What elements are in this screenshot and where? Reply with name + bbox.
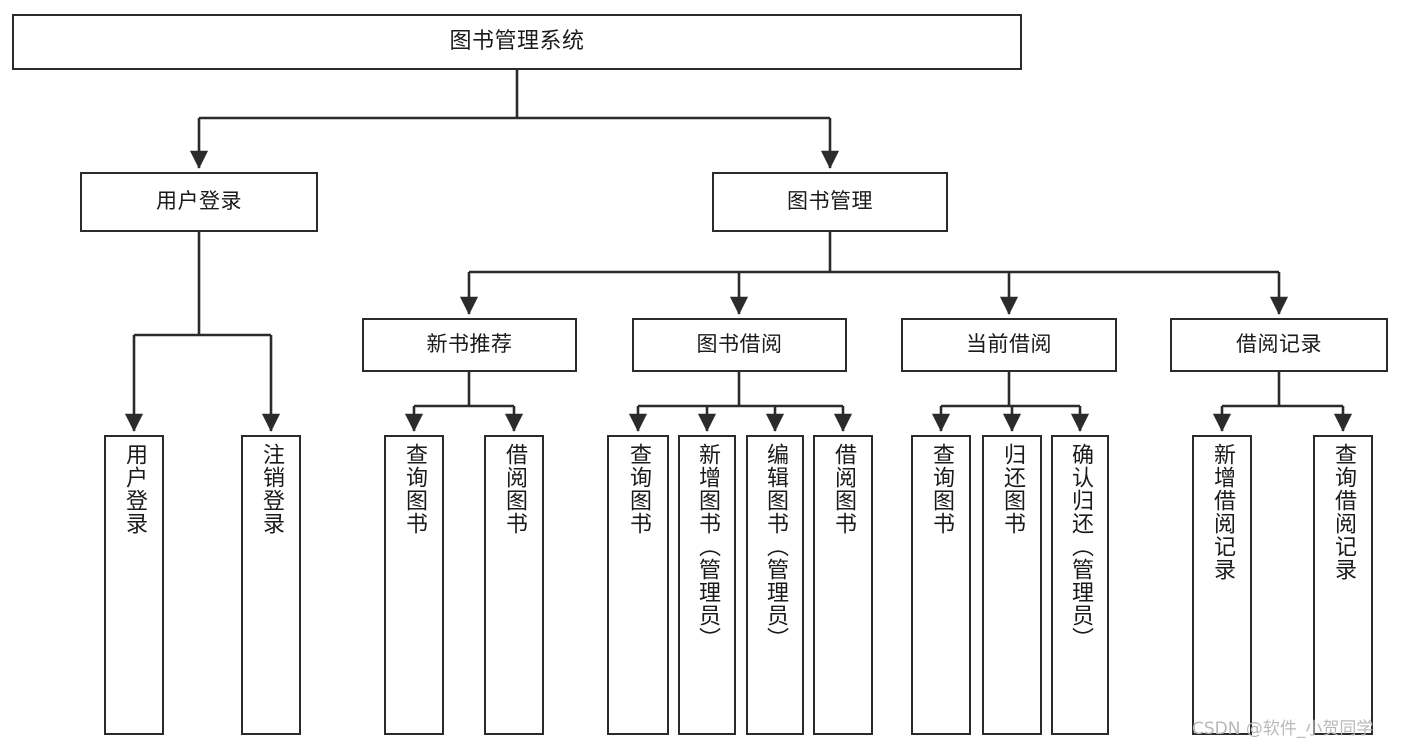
node-label: 借阅图书 xyxy=(831,443,856,535)
node-user-login[interactable]: 用户登录 xyxy=(80,172,318,232)
node-label: 当前借阅 xyxy=(966,332,1052,357)
node-label: 查询图书 xyxy=(626,443,651,535)
node-root-system[interactable]: 图书管理系统 xyxy=(12,14,1022,70)
node-leaf-edit-book-admin[interactable]: 编辑图书（管理员） xyxy=(746,435,804,735)
node-leaf-add-borrow-record[interactable]: 新增借阅记录 xyxy=(1192,435,1252,735)
node-leaf-user-login[interactable]: 用户登录 xyxy=(104,435,164,735)
csdn-watermark: CSDN @软件_小贺同学 xyxy=(1192,719,1374,739)
node-label: 图书管理系统 xyxy=(449,28,585,54)
node-label: 查询图书 xyxy=(402,443,427,535)
node-label: 借阅记录 xyxy=(1236,332,1322,357)
node-label: 用户登录 xyxy=(156,189,242,214)
node-leaf-add-book-admin[interactable]: 新增图书（管理员） xyxy=(678,435,736,735)
node-label: 查询借阅记录 xyxy=(1331,443,1356,581)
node-label: 新书推荐 xyxy=(426,332,513,357)
node-label: 新增借阅记录 xyxy=(1210,443,1235,581)
node-leaf-query-book-2[interactable]: 查询图书 xyxy=(607,435,669,735)
node-label: 图书借阅 xyxy=(696,332,783,357)
node-label: 新增图书（管理员） xyxy=(695,443,720,650)
node-leaf-logout-login[interactable]: 注销登录 xyxy=(241,435,301,735)
node-borrow-record[interactable]: 借阅记录 xyxy=(1170,318,1388,372)
node-leaf-borrow-book-1[interactable]: 借阅图书 xyxy=(484,435,544,735)
node-label: 图书管理 xyxy=(787,189,873,214)
node-label: 查询图书 xyxy=(929,443,954,535)
node-book-borrow[interactable]: 图书借阅 xyxy=(632,318,847,372)
node-label: 用户登录 xyxy=(122,443,147,535)
node-leaf-query-book-3[interactable]: 查询图书 xyxy=(911,435,971,735)
node-label: 确认归还（管理员） xyxy=(1068,443,1093,650)
node-label: 注销登录 xyxy=(259,443,284,535)
node-label: 归还图书 xyxy=(1000,443,1025,535)
node-label: 借阅图书 xyxy=(502,443,527,535)
node-book-manage[interactable]: 图书管理 xyxy=(712,172,948,232)
node-leaf-borrow-book-2[interactable]: 借阅图书 xyxy=(813,435,873,735)
node-leaf-query-borrow-record[interactable]: 查询借阅记录 xyxy=(1313,435,1373,735)
node-current-borrow[interactable]: 当前借阅 xyxy=(901,318,1117,372)
node-leaf-query-book-1[interactable]: 查询图书 xyxy=(384,435,444,735)
node-new-book-recommend[interactable]: 新书推荐 xyxy=(362,318,577,372)
node-leaf-return-book[interactable]: 归还图书 xyxy=(982,435,1042,735)
node-leaf-confirm-return-admin[interactable]: 确认归还（管理员） xyxy=(1051,435,1109,735)
node-label: 编辑图书（管理员） xyxy=(763,443,788,650)
